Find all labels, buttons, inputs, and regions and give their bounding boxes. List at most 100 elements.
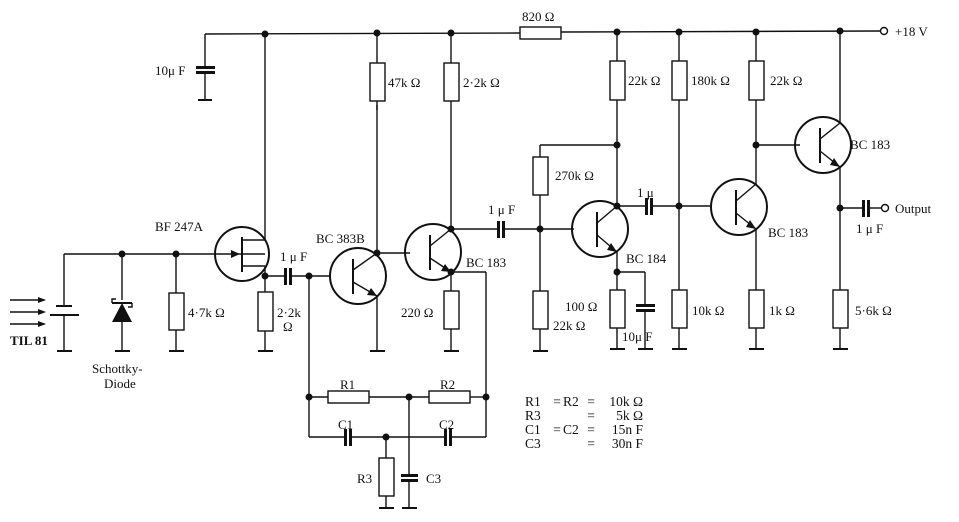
label-R1: R1 (340, 377, 356, 392)
label-C1: C1 (338, 417, 354, 432)
values-row-name: R3 (525, 408, 541, 423)
values-row-name: R1 (525, 394, 541, 409)
label-1k: 1k Ω (769, 303, 795, 318)
capacitor-1u-b (451, 221, 574, 238)
resistor-22k-collector-1 (609, 32, 626, 206)
label-1u-b: 1 μ F (488, 202, 516, 217)
schottky-diode (111, 250, 133, 352)
values-row-eq2: = (587, 422, 595, 437)
label-220: 220 Ω (401, 305, 434, 320)
capacitor-1u-a (265, 268, 330, 285)
transistor-bc184 (571, 200, 655, 350)
resistor-22k-bias (532, 229, 549, 352)
label-til81: TIL 81 (10, 333, 48, 348)
values-row-eq2: = (587, 394, 595, 409)
label-bc183-b: BC 183 (768, 225, 809, 240)
transistor-bc183-c (756, 31, 852, 350)
label-22k-bias: 22k Ω (553, 318, 586, 333)
values-row: C1 = C2 = 15n F (525, 423, 643, 437)
values-row-name: C1 (525, 422, 541, 437)
values-row-value: 5k Ω (616, 408, 643, 423)
resistor-R3 (378, 457, 395, 497)
capacitor-1u-output (840, 200, 890, 217)
label-820: 820 Ω (522, 9, 555, 24)
label-10u-e: 10μ F (622, 329, 653, 344)
label-C3: C3 (426, 471, 442, 486)
values-row-name2 (563, 437, 585, 451)
label-10k: 10k Ω (692, 303, 725, 318)
label-47k: 47k Ω (388, 75, 421, 90)
capacitor-1u-c (617, 198, 712, 215)
label-c-supply: 10μ F (155, 63, 186, 78)
label-1u-c: 1 μ (637, 185, 654, 200)
supply-terminal (879, 26, 889, 36)
label-100: 100 Ω (565, 299, 598, 314)
label-schottky-2: Diode (104, 376, 136, 391)
values-row-eq2: = (587, 408, 595, 423)
values-row-eq (551, 437, 563, 451)
twin-t-filter (305, 276, 490, 509)
transistor-bc183-a (404, 223, 487, 397)
values-row-eq (551, 409, 563, 423)
label-R2: R2 (440, 377, 456, 392)
label-22k-c2: 22k Ω (770, 73, 803, 88)
label-bf247a: BF 247A (155, 219, 204, 234)
label-180k: 180k Ω (691, 73, 730, 88)
values-row-name2: R2 (563, 394, 579, 409)
label-270k: 270k Ω (555, 168, 594, 183)
label-5k6: 5·6k Ω (855, 303, 892, 318)
values-row: C3 = 30n F (525, 437, 643, 451)
label-2k2: 2·2k Ω (463, 75, 500, 90)
resistor-47k (369, 33, 386, 110)
values-row: R3 = 5k Ω (525, 409, 643, 423)
values-row-eq: = (553, 422, 561, 437)
label-bc184: BC 184 (626, 251, 667, 266)
transistor-bc183-b (710, 178, 768, 350)
transistor-bc383b (329, 105, 410, 352)
label-1u-a: 1 μ F (280, 249, 308, 264)
resistor-R2 (428, 390, 471, 404)
resistor-2k2-collector (443, 33, 460, 229)
resistor-4k7 (168, 250, 185, 352)
supply-rail (204, 26, 889, 40)
values-row-eq: = (553, 394, 561, 409)
values-row-name: C3 (525, 436, 541, 451)
photodiode-til81 (10, 253, 265, 352)
output-terminal (880, 203, 890, 213)
values-row-value: 10k Ω (609, 394, 643, 409)
resistor-R1 (327, 390, 370, 404)
values-row: R1 = R2 = 10k Ω (525, 395, 643, 409)
resistor-820 (519, 26, 562, 40)
label-C2: C2 (439, 417, 455, 432)
resistor-2k2-source (257, 276, 274, 352)
label-R3: R3 (357, 471, 373, 486)
capacitor-supply-decoupling (196, 34, 215, 101)
values-row-name2: C2 (563, 422, 579, 437)
label-2k2-src-2: Ω (283, 319, 293, 334)
capacitor-C2 (444, 429, 447, 446)
values-row-eq2: = (587, 436, 595, 451)
values-row-value: 30n F (611, 436, 643, 451)
values-row-value: 15n F (611, 422, 643, 437)
label-4k7: 4·7k Ω (188, 305, 225, 320)
label-schottky-1: Schottky- (92, 361, 143, 376)
label-1u-out: 1 μ F (856, 221, 884, 236)
label-22k-c1: 22k Ω (628, 73, 661, 88)
label-output: Output (895, 201, 932, 216)
label-bc383b: BC 383B (316, 231, 365, 246)
component-values-table: R1 = R2 = 10k Ω R3 = 5k Ω C1 = C2 = 15n … (525, 395, 643, 451)
resistor-10k (671, 206, 688, 350)
resistor-180k (671, 32, 688, 206)
label-supply: +18 V (895, 24, 928, 39)
label-2k2-src-1: 2·2k (277, 305, 301, 320)
capacitor-C1 (344, 429, 347, 446)
resistor-270k (532, 141, 621, 229)
label-bc183-c: BC 183 (850, 137, 891, 152)
label-bc183-a: BC 183 (466, 255, 507, 270)
resistor-22k-collector-2 (748, 32, 765, 184)
capacitor-C3 (401, 474, 418, 477)
fet-bf247a (214, 34, 270, 282)
values-row-name2 (563, 409, 585, 423)
